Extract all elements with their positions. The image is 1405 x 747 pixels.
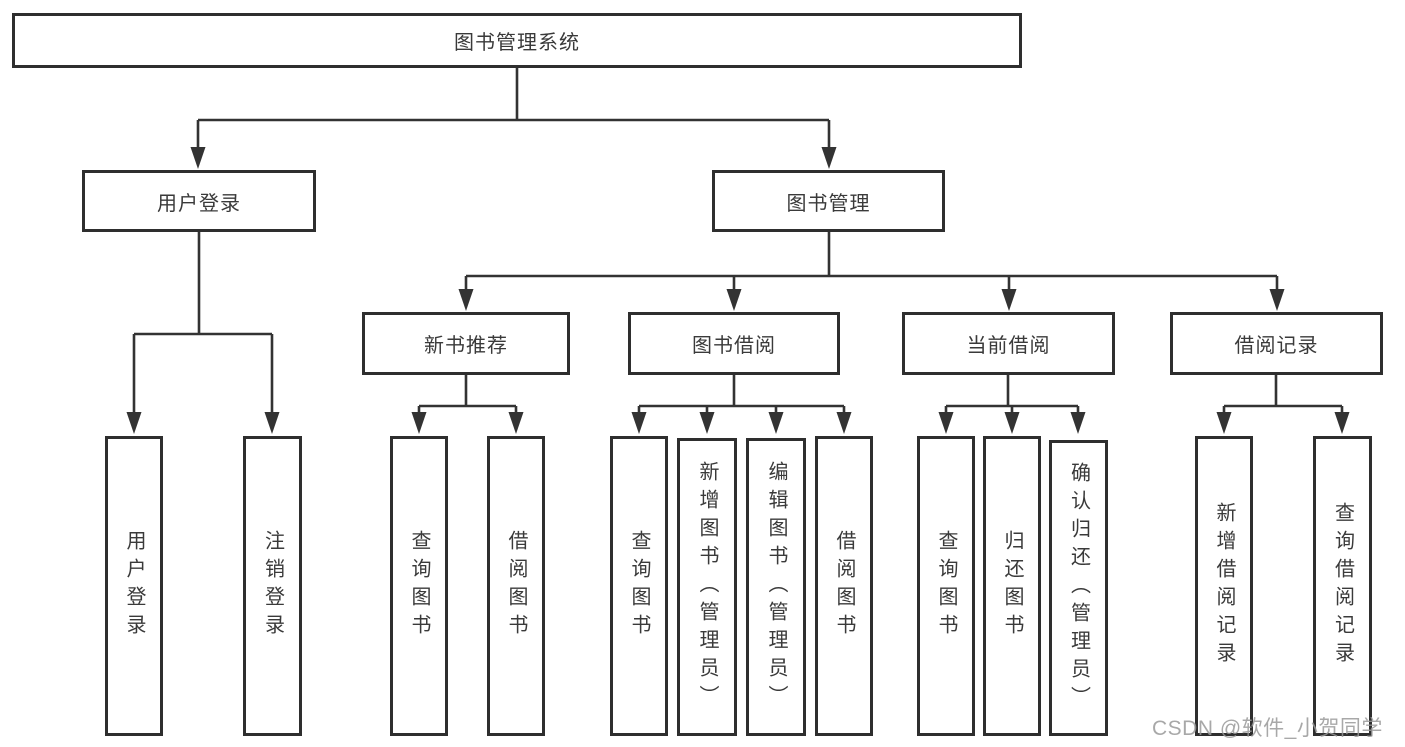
- node-current-borrow: 当前借阅: [902, 312, 1115, 375]
- leaf-return-book: 归还图书: [983, 436, 1041, 736]
- leaf-current-query-label: 查询图书: [935, 530, 957, 642]
- node-user-login-label: 用户登录: [157, 192, 241, 215]
- node-book-management-label: 图书管理: [786, 192, 871, 215]
- node-root-system: 图书管理系统: [12, 13, 1022, 68]
- node-new-book-recommend-label: 新书推荐: [424, 335, 508, 357]
- leaf-add-borrow-record-label: 新增借阅记录: [1213, 502, 1235, 670]
- leaf-borrow-book-label: 借阅图书: [833, 530, 855, 642]
- leaf-newbook-query-label: 查询图书: [408, 530, 430, 642]
- connector-new-book-children: [411, 375, 524, 434]
- node-book-management: 图书管理: [712, 170, 945, 232]
- node-book-borrow: 图书借阅: [628, 312, 840, 375]
- connector-user-login-children: [126, 232, 280, 434]
- node-book-borrow-label: 图书借阅: [692, 335, 776, 357]
- connector-book-management-children: [458, 232, 1285, 311]
- leaf-confirm-return-admin-label: 确认归还（管理员）: [1067, 462, 1090, 714]
- leaf-logout-label: 注销登录: [261, 530, 284, 642]
- node-current-borrow-label: 当前借阅: [966, 335, 1051, 357]
- connector-root-to-level2: [190, 68, 837, 169]
- node-new-book-recommend: 新书推荐: [362, 312, 570, 375]
- leaf-borrow-add-admin: 新增图书（管理员）: [677, 438, 737, 736]
- connector-borrow-records-children: [1216, 375, 1350, 434]
- node-borrow-records: 借阅记录: [1170, 312, 1383, 375]
- connector-current-borrow-children: [938, 375, 1086, 434]
- leaf-borrow-edit-admin-label: 编辑图书（管理员）: [765, 461, 787, 713]
- leaf-user-login: 用户登录: [105, 436, 163, 736]
- leaf-borrow-add-admin-label: 新增图书（管理员）: [696, 461, 718, 713]
- leaf-add-borrow-record: 新增借阅记录: [1195, 436, 1253, 736]
- leaf-newbook-borrow: 借阅图书: [487, 436, 545, 736]
- leaf-query-borrow-record-label: 查询借阅记录: [1331, 502, 1354, 670]
- leaf-return-book-label: 归还图书: [1001, 530, 1023, 642]
- connector-book-borrow-children: [631, 375, 852, 434]
- node-root-label: 图书管理系统: [454, 32, 580, 54]
- leaf-newbook-borrow-label: 借阅图书: [505, 530, 527, 642]
- node-borrow-records-label: 借阅记录: [1234, 335, 1319, 357]
- leaf-borrow-book: 借阅图书: [815, 436, 873, 736]
- leaf-confirm-return-admin: 确认归还（管理员）: [1049, 440, 1108, 736]
- csdn-watermark: CSDN @软件_小贺同学: [1152, 717, 1383, 740]
- leaf-logout: 注销登录: [243, 436, 302, 736]
- leaf-borrow-query: 查询图书: [610, 436, 668, 736]
- leaf-query-borrow-record: 查询借阅记录: [1313, 436, 1372, 736]
- leaf-current-query: 查询图书: [917, 436, 975, 736]
- node-user-login: 用户登录: [82, 170, 316, 232]
- leaf-borrow-edit-admin: 编辑图书（管理员）: [746, 438, 806, 736]
- leaf-newbook-query: 查询图书: [390, 436, 448, 736]
- leaf-user-login-label: 用户登录: [123, 530, 145, 642]
- leaf-borrow-query-label: 查询图书: [628, 530, 650, 642]
